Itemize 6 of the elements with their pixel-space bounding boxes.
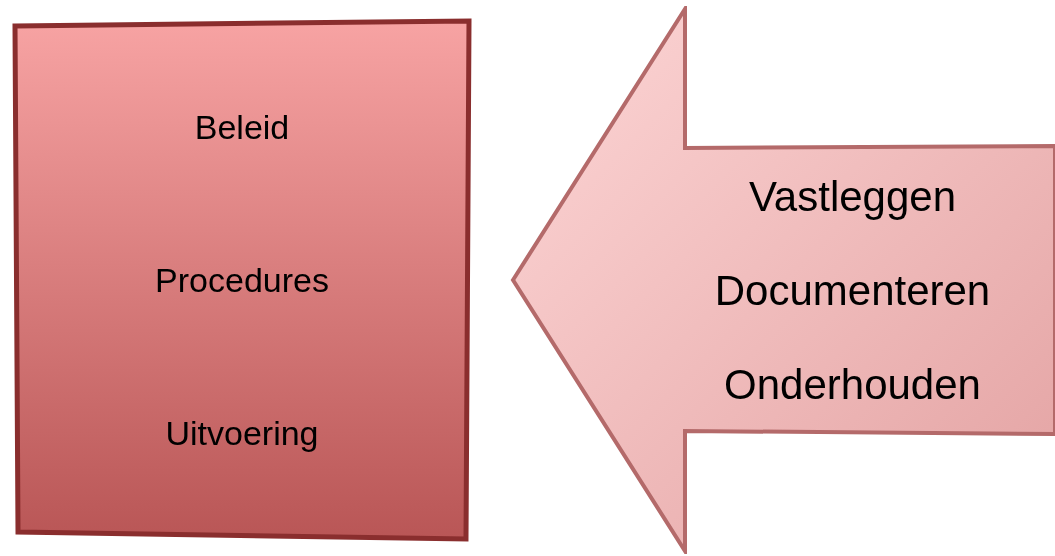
list-item-text: Beleid (194, 107, 290, 148)
list-item-text: Onderhouden (724, 359, 981, 410)
list-item-text: Uitvoering (165, 412, 319, 454)
list-item-text: Vastleggen (748, 172, 956, 222)
list-item-text: Documenteren (714, 265, 991, 316)
list-item-text: Procedures (155, 259, 329, 301)
